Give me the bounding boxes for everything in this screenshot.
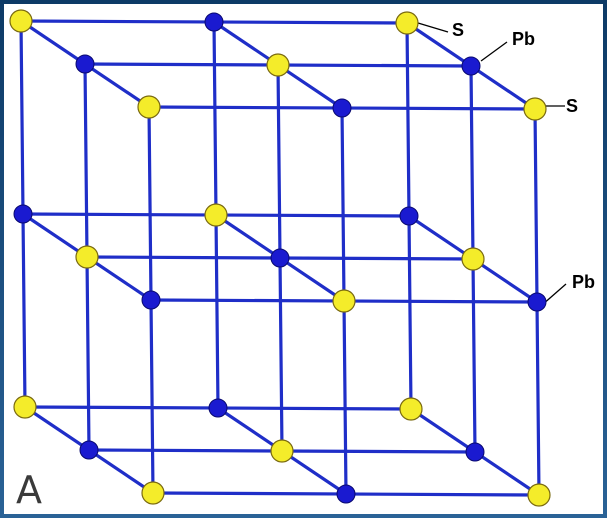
label-pb-top: Pb <box>512 29 535 49</box>
lead-atom <box>79 440 99 460</box>
sulfur-atom <box>9 9 33 33</box>
lead-atom <box>141 290 161 310</box>
lattice-atoms <box>9 9 551 507</box>
sulfur-atom <box>137 95 161 119</box>
lead-atom <box>208 398 228 418</box>
panel-label: A <box>16 468 42 512</box>
sulfur-atom <box>13 395 37 419</box>
sulfur-atom <box>270 439 294 463</box>
lead-atom <box>75 54 95 74</box>
sulfur-atom <box>75 245 99 269</box>
sulfur-atom <box>266 53 290 77</box>
sulfur-atom <box>461 247 485 271</box>
leader-pb-top <box>480 41 508 62</box>
lead-atom <box>461 56 481 76</box>
sulfur-atom <box>523 97 547 121</box>
lead-atom <box>399 206 419 226</box>
label-s-right: S <box>566 96 578 116</box>
sulfur-atom <box>399 397 423 421</box>
label-s-top: S <box>452 20 464 40</box>
sulfur-atom <box>395 11 419 35</box>
lead-atom <box>336 484 356 504</box>
lead-atom <box>465 442 485 462</box>
lead-atom <box>527 292 547 312</box>
label-leader-lines <box>407 19 567 306</box>
lead-atom <box>270 248 290 268</box>
lead-atom <box>204 12 224 32</box>
sulfur-atom <box>332 289 356 313</box>
sulfur-atom <box>141 481 165 505</box>
lead-atom <box>13 204 33 224</box>
label-pb-right: Pb <box>572 272 595 292</box>
sulfur-atom <box>527 483 551 507</box>
sulfur-atom <box>204 203 228 227</box>
lead-atom <box>332 98 352 118</box>
